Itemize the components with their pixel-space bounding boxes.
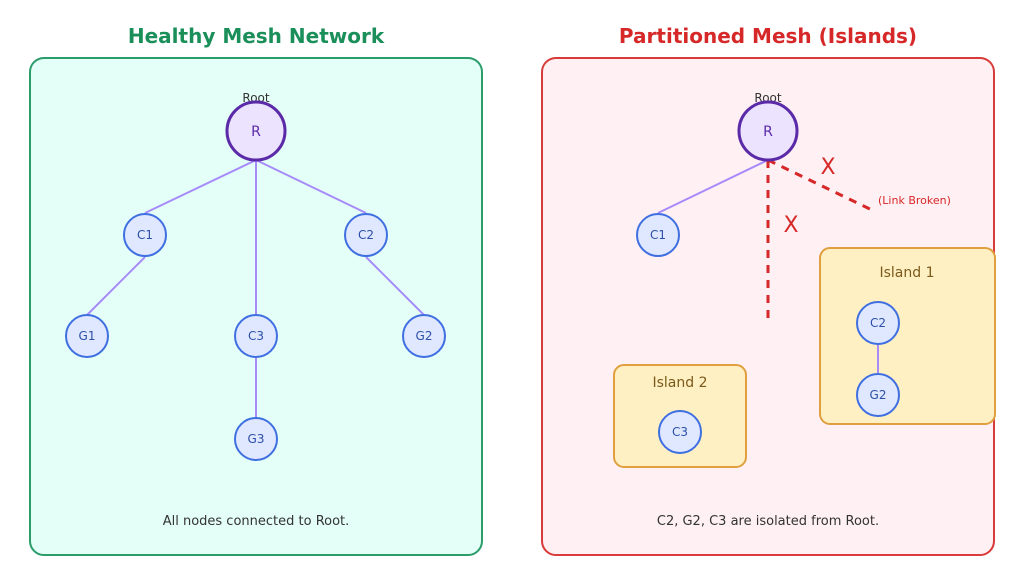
- edge-root-c1: [144, 159, 257, 214]
- healthy-node-g1-label: G1: [79, 329, 96, 343]
- partitioned-node-c2: [856, 301, 900, 345]
- partitioned-node-c1-label: C1: [650, 228, 666, 242]
- healthy-node-c2: [344, 213, 388, 257]
- partitioned-node-g2: [856, 373, 900, 417]
- healthy-node-g3-label: G3: [248, 432, 265, 446]
- partitioned-root-node: [737, 100, 799, 162]
- edge-root-c2: [255, 159, 367, 214]
- break-mark-1: X: [820, 155, 835, 180]
- island-2-label: Island 2: [652, 375, 707, 391]
- edge-c2-g2: [365, 256, 425, 316]
- edge-c1-g1: [86, 256, 146, 316]
- broken-link-root-c2: [767, 158, 873, 212]
- partitioned-panel: Partitioned Mesh (Islands) Island 1 Isla…: [541, 24, 996, 556]
- link-broken-label: (Link Broken): [878, 194, 951, 207]
- healthy-edges: [86, 159, 425, 418]
- healthy-node-g2-label: G2: [416, 329, 433, 343]
- edge-root-c1: [657, 159, 769, 214]
- healthy-root-node: [225, 100, 287, 162]
- partitioned-root-node-label: R: [763, 124, 773, 140]
- healthy-node-c3: [234, 314, 278, 358]
- partitioned-node-c3: [658, 410, 702, 454]
- healthy-node-c1-label: C1: [137, 228, 153, 242]
- partitioned-node-g2-label: G2: [870, 388, 887, 402]
- partitioned-title: Partitioned Mesh (Islands): [619, 24, 917, 48]
- partitioned-node-c1: [636, 213, 680, 257]
- healthy-node-g1: [65, 314, 109, 358]
- healthy-title: Healthy Mesh Network: [128, 24, 385, 48]
- island-1-label: Island 1: [879, 265, 934, 281]
- partitioned-caption: C2, G2, C3 are isolated from Root.: [657, 514, 879, 529]
- healthy-panel: Healthy Mesh Network Root R C1 C2 G1 C3 …: [29, 24, 483, 556]
- healthy-node-g3: [234, 417, 278, 461]
- partitioned-node-c3-label: C3: [672, 425, 688, 439]
- healthy-node-c3-label: C3: [248, 329, 264, 343]
- break-mark-2: X: [783, 213, 798, 238]
- healthy-node-c1: [123, 213, 167, 257]
- healthy-node-c2-label: C2: [358, 228, 374, 242]
- partitioned-node-c2-label: C2: [870, 316, 886, 330]
- healthy-caption: All nodes connected to Root.: [163, 514, 350, 529]
- healthy-node-g2: [402, 314, 446, 358]
- healthy-root-node-label: R: [251, 124, 261, 140]
